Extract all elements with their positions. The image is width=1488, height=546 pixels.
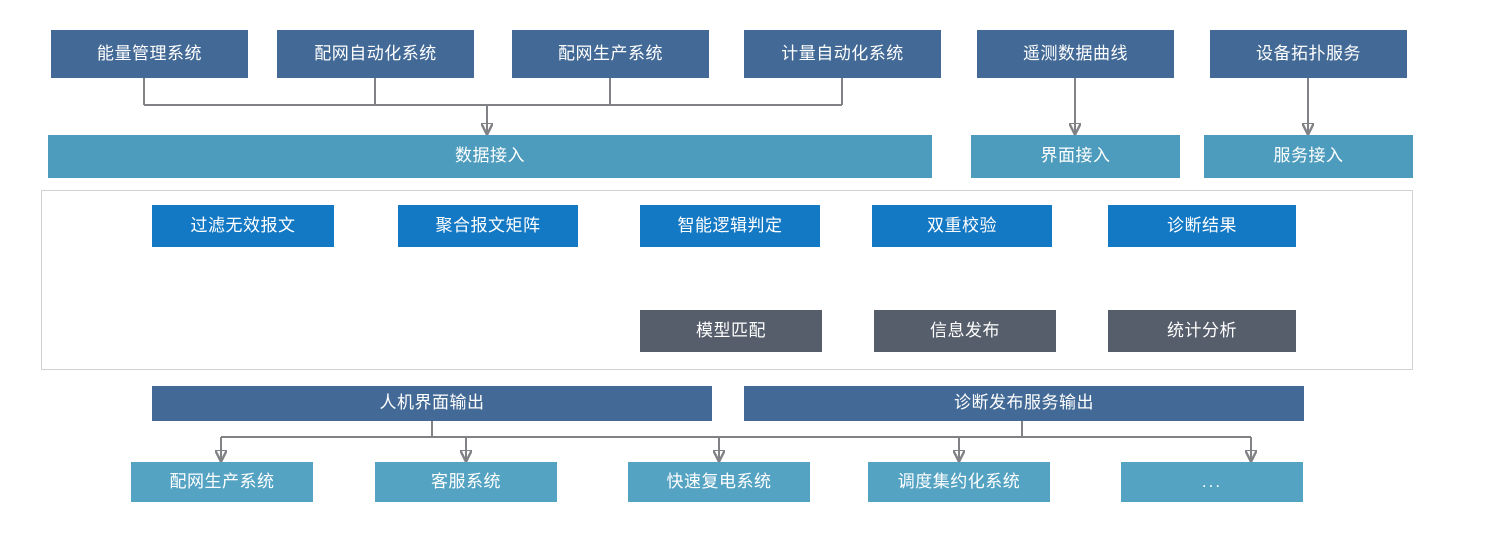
source-box-telemetry-curve[interactable]: 遥测数据曲线 [977, 30, 1174, 78]
consumer-box-dispatch-intensive[interactable]: 调度集约化系统 [868, 462, 1050, 502]
access-bar-service[interactable]: 服务接入 [1204, 135, 1413, 178]
output-bar-hmi[interactable]: 人机界面输出 [152, 386, 712, 421]
source-box-energy-management[interactable]: 能量管理系统 [51, 30, 248, 78]
result-action-model-matching[interactable]: 模型匹配 [640, 310, 822, 352]
consumer-box-customer-service[interactable]: 客服系统 [375, 462, 557, 502]
source-box-distribution-automation[interactable]: 配网自动化系统 [277, 30, 474, 78]
output-bar-diagnosis-publishing-service[interactable]: 诊断发布服务输出 [744, 386, 1304, 421]
source-box-metering-automation[interactable]: 计量自动化系统 [744, 30, 941, 78]
source-box-distribution-production[interactable]: 配网生产系统 [512, 30, 709, 78]
process-step-intelligent-logic-decision[interactable]: 智能逻辑判定 [640, 205, 820, 247]
consumer-box-distribution-production[interactable]: 配网生产系统 [131, 462, 313, 502]
consumer-box-rapid-restoration[interactable]: 快速复电系统 [628, 462, 810, 502]
process-step-double-verification[interactable]: 双重校验 [872, 205, 1052, 247]
source-box-device-topology-service[interactable]: 设备拓扑服务 [1210, 30, 1407, 78]
consumer-box-more[interactable]: ... [1121, 462, 1303, 502]
result-action-statistical-analysis[interactable]: 统计分析 [1108, 310, 1296, 352]
process-step-diagnosis-result[interactable]: 诊断结果 [1108, 205, 1296, 247]
result-action-information-publishing[interactable]: 信息发布 [874, 310, 1056, 352]
access-bar-data[interactable]: 数据接入 [48, 135, 932, 178]
process-step-aggregate-message-matrix[interactable]: 聚合报文矩阵 [398, 205, 578, 247]
access-bar-interface[interactable]: 界面接入 [971, 135, 1180, 178]
process-step-filter-invalid-messages[interactable]: 过滤无效报文 [152, 205, 334, 247]
